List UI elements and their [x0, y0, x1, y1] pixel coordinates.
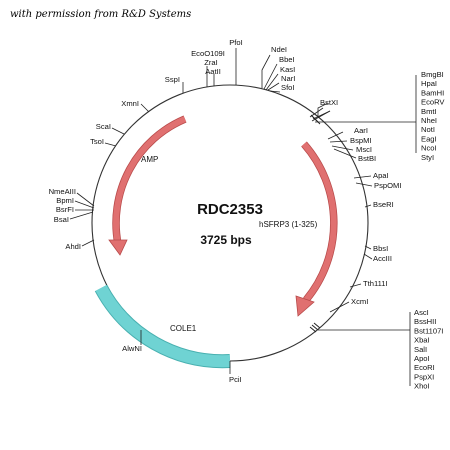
site-xmni: XmnI	[121, 99, 139, 108]
site-bseri: BseRI	[373, 200, 394, 209]
mcs-site-label: BmtI	[421, 107, 437, 116]
site-ndei: NdeI	[271, 45, 287, 54]
site-bpmi: BpmI	[56, 196, 74, 205]
site-ticks	[69, 48, 417, 386]
site-apai: ApaI	[373, 171, 389, 180]
mcs2-site-list: AscIBssHIIBst1107IXbaISalIApoIEcoRIPspXI…	[414, 308, 443, 391]
mcs-site-label: ApoI	[414, 354, 430, 363]
amp-arrow	[113, 116, 187, 245]
site-aari: AarI	[354, 126, 368, 135]
site-bstbi: BstBI	[358, 154, 376, 163]
mcs-site-label: NcoI	[421, 144, 437, 153]
site-bsrfi: BsrFI	[56, 205, 74, 214]
mcs-site-label: NotI	[421, 125, 435, 134]
insert-label: hSFRP3 (1-325)	[259, 220, 318, 229]
site-tsoi: TsoI	[90, 137, 104, 146]
site-kasi: KasI	[280, 65, 295, 74]
site-msci: MscI	[356, 145, 372, 154]
mcs-site-label: XhoI	[414, 382, 430, 391]
insert-arrowhead	[295, 295, 315, 317]
cluster-hatch	[309, 114, 321, 333]
site-scai: ScaI	[96, 122, 111, 131]
site-sfoi: SfoI	[281, 83, 295, 92]
site-aatii: AatII	[205, 67, 221, 76]
mcs-site-label: BssHII	[414, 317, 436, 326]
site-tth111i: Tth111I	[363, 279, 388, 288]
site-bbsi: BbsI	[373, 244, 388, 253]
site-alwni: AlwNI	[122, 344, 142, 353]
cole1-origin-band	[95, 285, 231, 368]
site-ahdi: AhdI	[65, 242, 81, 251]
mcs-site-label: EagI	[421, 134, 437, 143]
mcs-site-label: NheI	[421, 116, 437, 125]
mcs-site-label: AscI	[414, 308, 429, 317]
site-pcii: PciI	[229, 375, 242, 384]
site-xcmi: XcmI	[351, 297, 368, 306]
mcs-site-label: BmgBI	[421, 70, 444, 79]
mcs-site-label: EcoRV	[421, 98, 445, 107]
mcs-site-label: XbaI	[414, 336, 430, 345]
site-nmeaiii: NmeAIII	[49, 187, 76, 196]
amp-label: AMP	[141, 155, 158, 164]
site-zrai: ZraI	[204, 58, 218, 67]
mcs-site-label: Bst1107I	[414, 326, 443, 335]
amp-arrowhead	[108, 239, 128, 256]
plasmid-name: RDC2353	[197, 201, 263, 218]
plasmid-size: 3725 bps	[200, 233, 252, 247]
site-sspi: SspI	[165, 75, 180, 84]
mcs-site-label: SalI	[414, 345, 427, 354]
site-bsai: BsaI	[54, 215, 69, 224]
mcs-site-label: EcoRI	[414, 363, 435, 372]
site-ecoo109i: EcoO109I	[191, 49, 225, 58]
site-bspmi: BspMI	[350, 136, 372, 145]
cole1-label: COLE1	[170, 324, 197, 333]
insert-arrow	[301, 142, 337, 302]
site-acciii: AccIII	[373, 254, 392, 263]
site-pspomi: PspOMI	[374, 181, 401, 190]
site-nari: NarI	[281, 74, 295, 83]
mcs-site-label: HpaI	[421, 79, 437, 88]
credit-note: with permission from R&D Systems	[10, 9, 192, 20]
mcs-site-label: StyI	[421, 153, 434, 162]
site-pfoi: PfoI	[229, 38, 243, 47]
site-bbei: BbeI	[279, 55, 295, 64]
mcs-site-label: BamHI	[421, 88, 444, 97]
mcs1-site-list: BmgBIHpaIBamHIEcoRVBmtINheINotIEagINcoIS…	[421, 70, 445, 162]
mcs-site-label: PspXI	[414, 372, 434, 381]
site-bstxi: BstXI	[320, 98, 338, 107]
